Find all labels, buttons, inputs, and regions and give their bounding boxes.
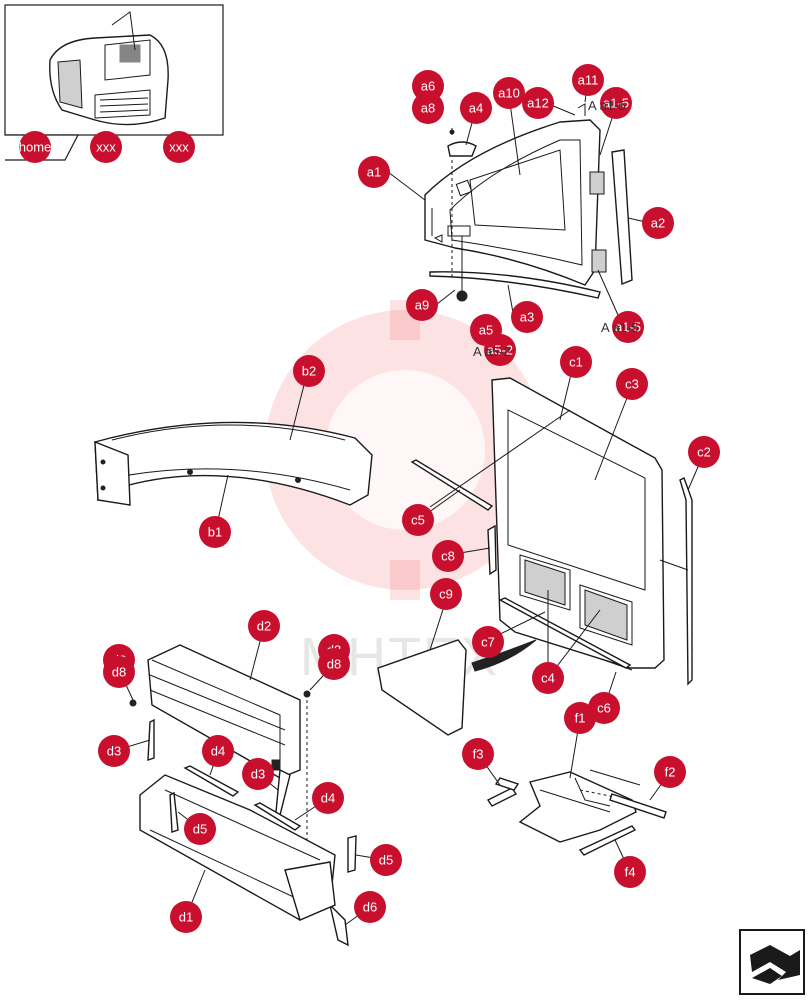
svg-text:c4: c4 [541, 671, 555, 686]
overview-thumbnail [4, 4, 224, 161]
callout-a2[interactable]: a2 [642, 207, 674, 239]
home-button[interactable]: home [19, 131, 52, 163]
svg-text:a3: a3 [520, 310, 534, 325]
callout-a1[interactable]: a1 [358, 156, 390, 188]
callout-d1[interactable]: d1 [170, 901, 202, 933]
svg-text:d2: d2 [257, 619, 271, 634]
svg-text:d3: d3 [251, 767, 265, 782]
callout-c9[interactable]: c9 [430, 578, 462, 610]
callout-a8[interactable]: a8 [412, 92, 444, 124]
callout-a1-5-bottom[interactable]: a1-5 [612, 311, 644, 343]
callout-c7[interactable]: c7 [472, 626, 504, 658]
next-button[interactable]: xxx [163, 131, 195, 163]
callout-f3[interactable]: f3 [462, 738, 494, 770]
callout-a10[interactable]: a10 [493, 77, 525, 109]
callout-d4-right[interactable]: d4 [312, 782, 344, 814]
panel-c-assembly [377, 361, 705, 736]
return-arrow-icon[interactable] [739, 929, 805, 995]
svg-text:f1: f1 [575, 711, 586, 726]
panel-d-assembly [113, 625, 387, 947]
callout-f1[interactable]: f1 [564, 702, 596, 734]
callout-d5-right[interactable]: d5 [370, 844, 402, 876]
ref-a1-5-bottom: A a1-5 [601, 320, 639, 335]
svg-text:a2: a2 [651, 216, 665, 231]
svg-text:xxx: xxx [96, 140, 116, 155]
svg-text:b1: b1 [208, 525, 222, 540]
callout-d5-left[interactable]: d5 [184, 813, 216, 845]
svg-text:d3: d3 [107, 744, 121, 759]
callout-d6[interactable]: d6 [354, 891, 386, 923]
svg-text:c7: c7 [481, 635, 495, 650]
callout-c4[interactable]: c4 [532, 662, 564, 694]
callout-d8-left[interactable]: d8 [103, 656, 135, 688]
svg-text:f3: f3 [473, 747, 484, 762]
callout-d3-right[interactable]: d3 [242, 758, 274, 790]
callout-a1-5-top[interactable]: a1-5 [600, 87, 632, 119]
callout-c8[interactable]: c8 [432, 540, 464, 572]
callout-c5[interactable]: c5 [402, 504, 434, 536]
svg-text:f4: f4 [625, 865, 636, 880]
svg-text:a9: a9 [415, 298, 429, 313]
ref-a5-2: A a5-2 [473, 344, 511, 359]
callout-d3-left[interactable]: d3 [98, 735, 130, 767]
callout-a4[interactable]: a4 [460, 92, 492, 124]
svg-text:a1: a1 [367, 165, 381, 180]
panel-b-assembly [94, 384, 373, 521]
ref-a1-5-top: A a1-5 [588, 98, 626, 113]
svg-text:d5: d5 [193, 822, 207, 837]
svg-text:a5: a5 [479, 323, 493, 338]
svg-text:c9: c9 [439, 587, 453, 602]
callout-c3[interactable]: c3 [616, 368, 648, 400]
svg-text:c6: c6 [597, 701, 611, 716]
svg-text:d1: d1 [179, 910, 193, 925]
callout-c6[interactable]: c6 [588, 692, 620, 724]
svg-text:d8: d8 [112, 665, 126, 680]
callout-a3[interactable]: a3 [511, 301, 543, 333]
callout-a6[interactable]: a6 [412, 70, 444, 102]
svg-text:d4: d4 [211, 744, 225, 759]
svg-text:a10: a10 [498, 86, 520, 101]
callout-f4[interactable]: f4 [614, 856, 646, 888]
callout-c2[interactable]: c2 [688, 436, 720, 468]
callout-d4-left[interactable]: d4 [202, 735, 234, 767]
svg-text:c1: c1 [569, 355, 583, 370]
svg-text:a12: a12 [527, 96, 549, 111]
svg-text:c3: c3 [625, 377, 639, 392]
svg-text:c2: c2 [697, 445, 711, 460]
svg-text:a1-5: a1-5 [615, 320, 641, 335]
svg-text:a8: a8 [421, 101, 435, 116]
svg-text:home: home [19, 140, 52, 155]
callout-a11[interactable]: a11 [572, 64, 604, 96]
callout-f2[interactable]: f2 [654, 756, 686, 788]
svg-text:c8: c8 [441, 549, 455, 564]
svg-text:a5-2: a5-2 [487, 343, 513, 358]
callout-a12[interactable]: a12 [522, 87, 554, 119]
svg-text:c5: c5 [411, 513, 425, 528]
svg-text:d8: d8 [327, 657, 341, 672]
svg-text:xxx: xxx [169, 140, 189, 155]
svg-text:a4: a4 [469, 101, 483, 116]
panel-f-assembly [477, 717, 671, 873]
svg-text:a6: a6 [421, 79, 435, 94]
callout-c1[interactable]: c1 [560, 346, 592, 378]
svg-text:d4: d4 [321, 791, 335, 806]
svg-text:f2: f2 [665, 765, 676, 780]
callout-d8-right[interactable]: d8 [318, 648, 350, 680]
panel-a-assembly [387, 77, 647, 319]
svg-text:a1-5: a1-5 [603, 96, 629, 111]
prev-button[interactable]: xxx [90, 131, 122, 163]
svg-text:a11: a11 [578, 73, 599, 88]
svg-text:d6: d6 [363, 900, 377, 915]
callout-a9[interactable]: a9 [406, 289, 438, 321]
callout-b2[interactable]: b2 [293, 355, 325, 387]
callout-d2[interactable]: d2 [248, 610, 280, 642]
callout-b1[interactable]: b1 [199, 516, 231, 548]
callout-a5-2[interactable]: a5-2 [484, 334, 516, 366]
svg-text:b2: b2 [302, 364, 316, 379]
svg-text:d5: d5 [379, 853, 393, 868]
